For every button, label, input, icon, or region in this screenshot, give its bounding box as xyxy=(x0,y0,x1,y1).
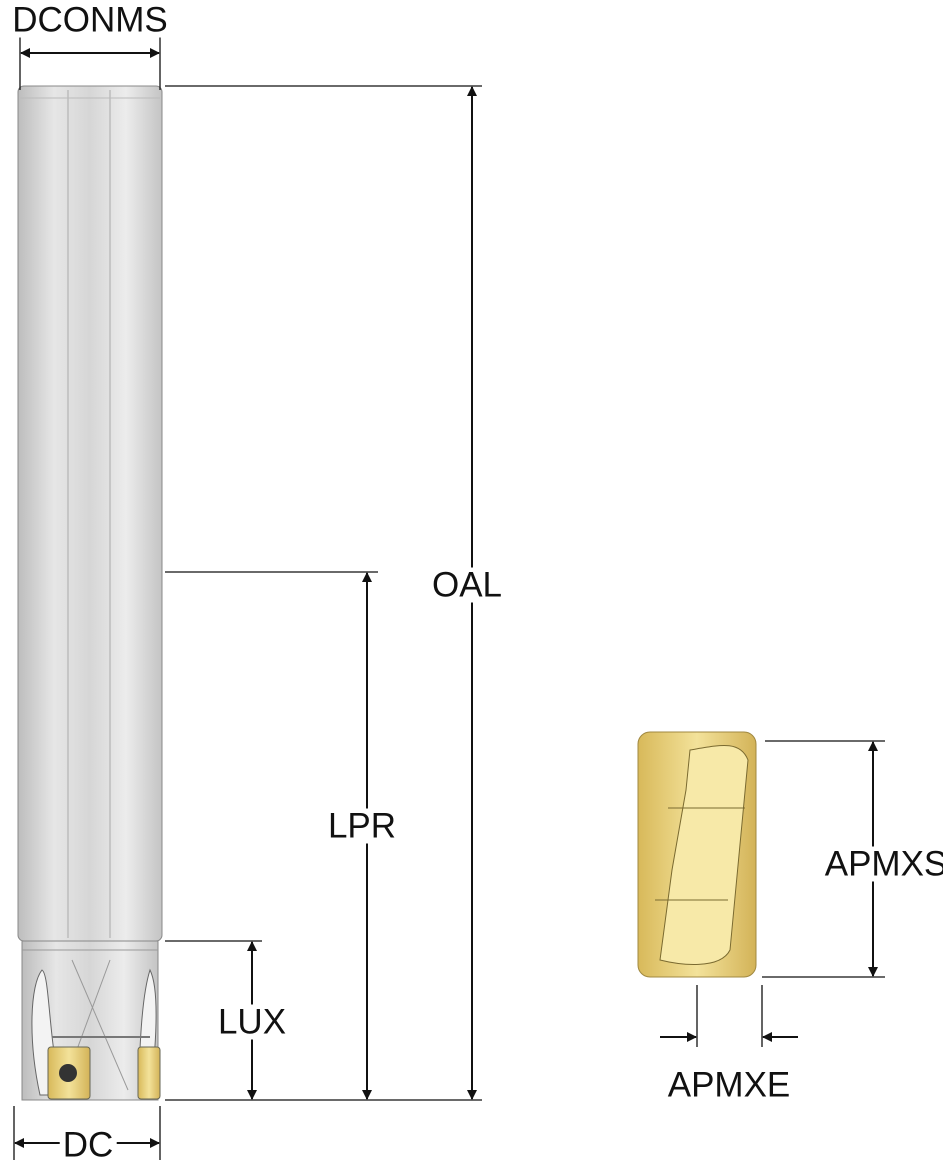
lpr-label: LPR xyxy=(324,808,400,844)
insert-graphic xyxy=(637,731,757,978)
dc-label: DC xyxy=(59,1127,117,1163)
oal-label: OAL xyxy=(428,567,506,603)
lux-label: LUX xyxy=(214,1004,290,1040)
end-mill-shank xyxy=(17,85,163,942)
dconms-label: DCONMS xyxy=(9,2,171,38)
apmxs-label: APMXS xyxy=(821,846,943,882)
end-mill-head xyxy=(21,940,161,1101)
apmxe-label: APMXE xyxy=(664,1067,794,1103)
extension-lines xyxy=(13,28,885,1160)
